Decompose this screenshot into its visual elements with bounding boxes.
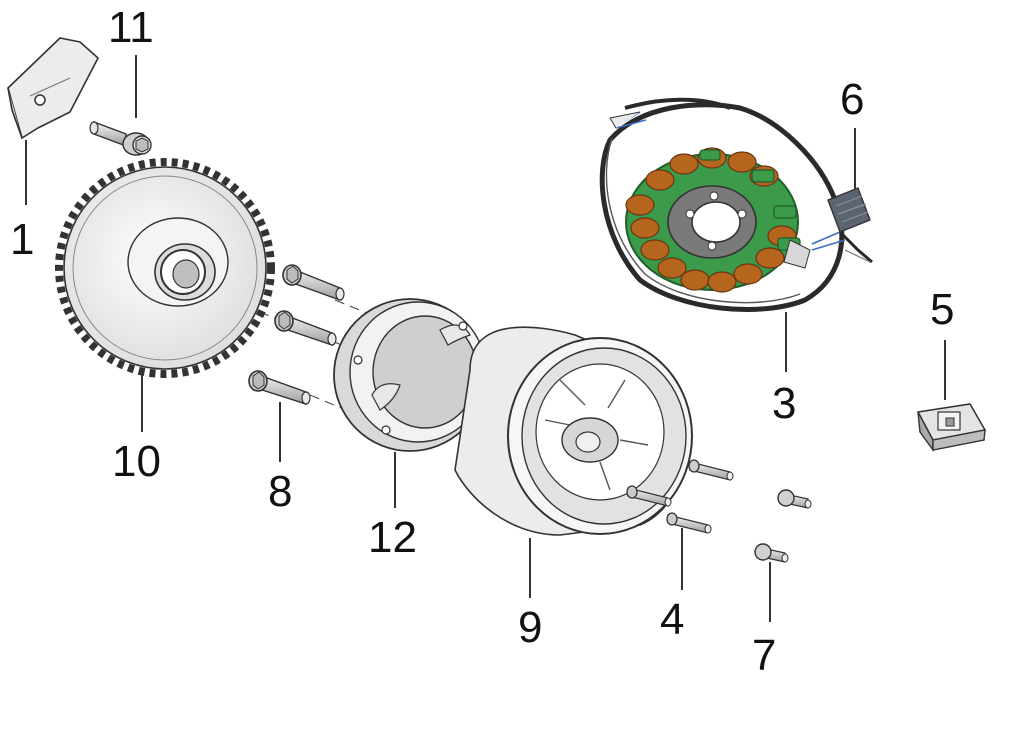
callout-4: 4: [660, 595, 685, 644]
part-10-starter-gear: [55, 158, 275, 378]
callout-5: 5: [930, 285, 955, 334]
bolt-7-a: [777, 489, 812, 509]
leader-lines: [25, 55, 946, 622]
callout-1: 1: [10, 215, 35, 264]
callout-12: 12: [368, 513, 417, 562]
bolt-4-b: [626, 485, 672, 507]
callout-11: 11: [108, 3, 154, 52]
part-9-flywheel: [454, 326, 693, 536]
bolt-8-upper: [282, 264, 345, 301]
part-8-bolts: [248, 264, 345, 405]
part-12-clutch-housing: [333, 298, 487, 452]
part-11-flange-bolt: [89, 120, 152, 156]
bolt-8-lower: [248, 370, 311, 405]
part-5-clip: [916, 403, 987, 453]
callout-8: 8: [268, 467, 293, 516]
callout-3: 3: [772, 379, 797, 428]
bolt-4-a: [688, 459, 734, 481]
part-3-stator: [599, 97, 846, 313]
callout-6: 6: [840, 75, 865, 124]
bolt-4-c: [666, 512, 712, 534]
bolt-7-b: [754, 543, 789, 563]
part-6-wire-grommet: [827, 187, 873, 264]
part-4-bolts: [626, 459, 734, 534]
callout-7: 7: [752, 631, 777, 680]
callout-10: 10: [112, 437, 161, 486]
callout-9: 9: [518, 603, 543, 652]
part-7-bolts: [754, 489, 812, 563]
part-1-bracket: [7, 37, 99, 140]
bolt-8-middle: [274, 310, 337, 346]
